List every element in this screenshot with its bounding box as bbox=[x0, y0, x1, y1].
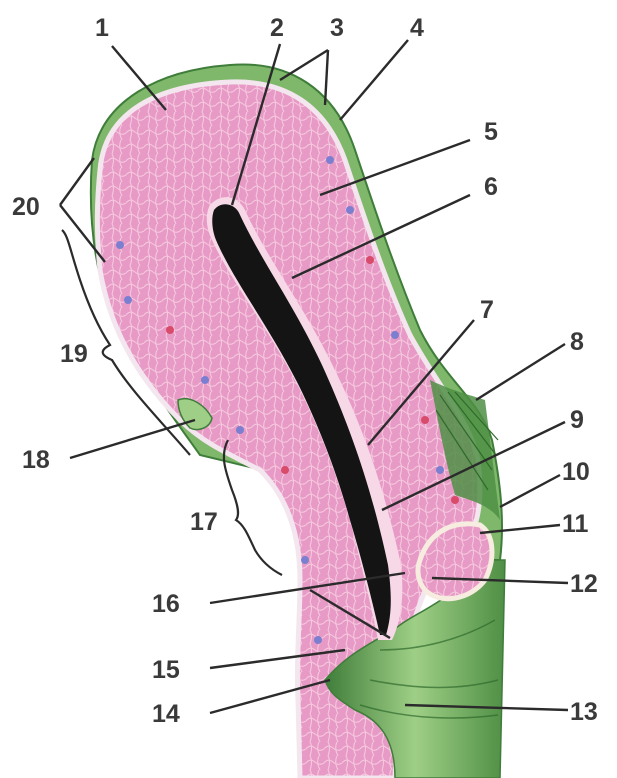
label-2: 2 bbox=[270, 14, 284, 42]
label-5: 5 bbox=[484, 118, 498, 146]
label-14: 14 bbox=[152, 700, 180, 728]
label-7: 7 bbox=[480, 296, 494, 324]
label-4: 4 bbox=[410, 14, 424, 42]
label-9: 9 bbox=[570, 406, 584, 434]
label-11: 11 bbox=[562, 510, 589, 538]
label-13: 13 bbox=[570, 698, 598, 726]
label-1: 1 bbox=[95, 14, 109, 42]
label-12: 12 bbox=[570, 570, 598, 598]
label-19: 19 bbox=[60, 340, 88, 368]
label-16: 16 bbox=[152, 590, 180, 618]
label-17: 17 bbox=[190, 508, 218, 536]
label-6: 6 bbox=[484, 173, 498, 201]
label-3: 3 bbox=[330, 14, 344, 42]
label-8: 8 bbox=[570, 328, 584, 356]
label-18: 18 bbox=[22, 446, 50, 474]
label-10: 10 bbox=[562, 458, 590, 486]
label-20: 20 bbox=[12, 193, 40, 221]
label-15: 15 bbox=[152, 656, 180, 684]
